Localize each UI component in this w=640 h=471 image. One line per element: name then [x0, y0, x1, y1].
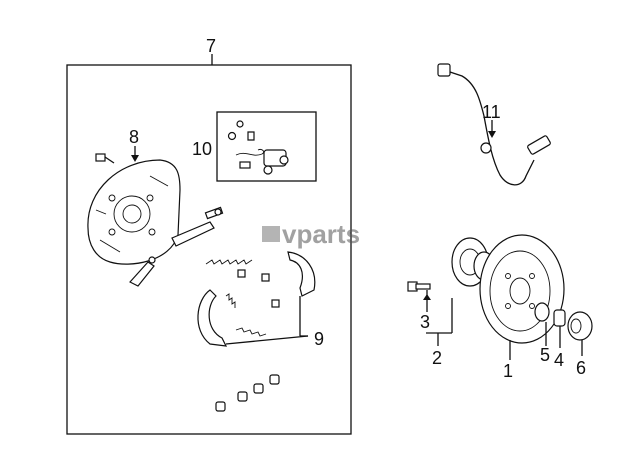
- drum-part: [479, 234, 565, 344]
- hardware-pins-part: [225, 269, 280, 337]
- brake-hose-part: [437, 63, 551, 186]
- cap-part: [567, 311, 593, 341]
- callout-10: 10: [192, 139, 212, 159]
- callout-9: 9: [314, 329, 324, 349]
- callout-5: 5: [540, 345, 550, 365]
- wheel-cylinder-frame: [216, 111, 317, 182]
- parking-lever-part: [129, 256, 156, 287]
- nut-part: [553, 309, 566, 327]
- callout-1: 1: [503, 361, 513, 381]
- watermark-text: vparts: [282, 219, 360, 249]
- brake-shoe-part: [197, 251, 316, 347]
- callout-4: 4: [554, 350, 564, 370]
- adjuster-part: [171, 206, 224, 247]
- bolt-part: [407, 281, 431, 292]
- washer-part: [534, 302, 550, 322]
- callout-8: 8: [129, 127, 139, 147]
- wheel-cylinder-part: [227, 120, 289, 175]
- callout-6: 6: [576, 358, 586, 378]
- retainer-parts: [215, 374, 280, 412]
- spring-part: [205, 259, 253, 265]
- callout-3: 3: [420, 312, 430, 332]
- callout-11: 11: [482, 102, 501, 122]
- callout-7: 7: [206, 36, 216, 56]
- watermark-logo: vparts: [262, 219, 360, 249]
- backing-plate-bolt-part: [95, 153, 115, 164]
- callout-2: 2: [432, 348, 442, 368]
- backing-plate-part: [87, 159, 181, 265]
- backing-plate-assembly-frame: [66, 64, 352, 435]
